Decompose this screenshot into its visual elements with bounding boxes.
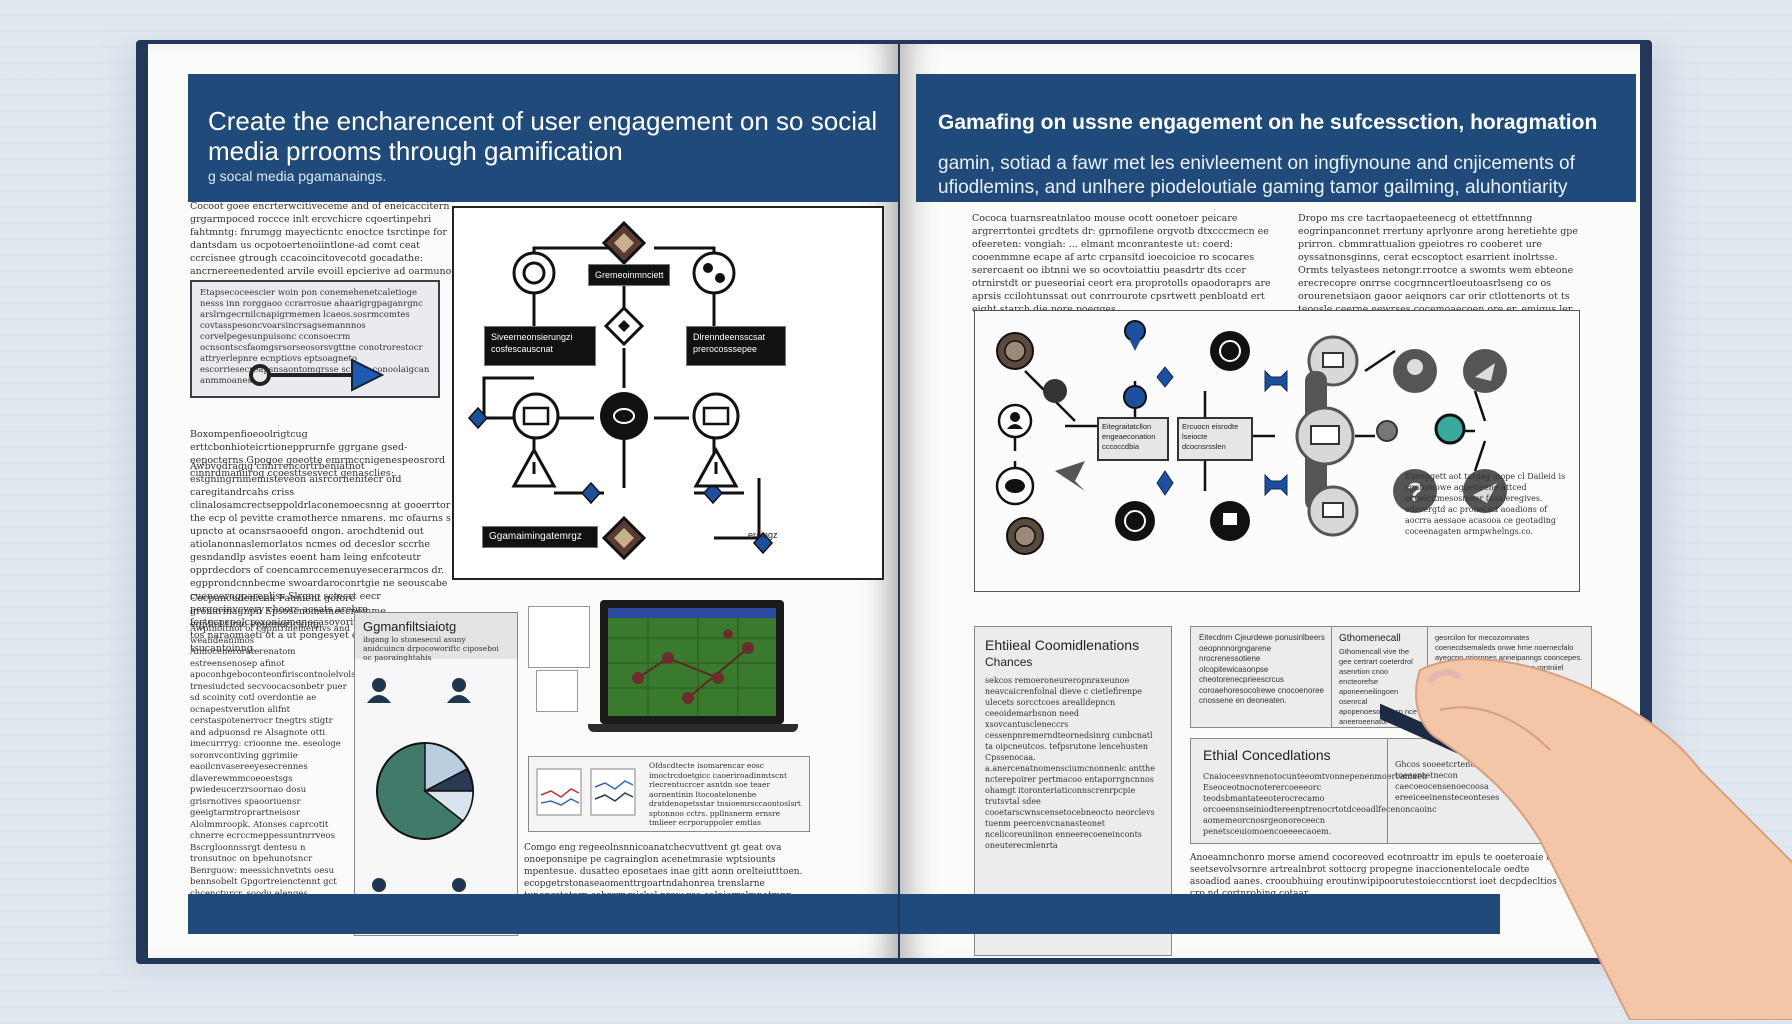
help-icon: ? [1393,469,1437,513]
callout-text: Etapsecoceescier woin pon conemehenetcal… [200,288,430,386]
chart-panel-text: Ofdscdtecte isomarencar eosc imoctrcdoet… [649,761,801,827]
engagement-flow-lines: ? [995,320,1507,555]
profile-icon [1393,349,1437,393]
pie-chart [367,678,474,903]
user-icon [367,678,391,703]
line-chart-panel: Ofdscdtecte isomarencar eosc imoctrcdoet… [528,756,810,832]
left-body-text-3: Cocpancudenieak Faunient gofore gronarin… [190,593,386,630]
database-icon [1295,371,1355,511]
pie-slice-1 [424,742,469,793]
warning-icon [511,446,557,488]
svg-text:?: ? [1407,477,1423,507]
right-page: Gamafing on ussne engagement on he sufce… [900,44,1640,958]
small-col-2-text: Gthomencall vive the gee certrart coeter… [1339,647,1417,726]
ethical-box-2-side-text: Ghcos sooeetcrtencso toeeercetnecon caec… [1395,760,1500,802]
diagram-tag-right: Dlrenndeensscsat prerocosssepee [686,326,786,366]
ethical-considerations-box: Ehtiieal Coomidlenations Chances sekcos … [974,626,1172,956]
trophy-icon [1210,501,1250,541]
ethical-box-2-title: Ethial Concedlations [1203,747,1331,763]
laptop-illustration [528,600,888,790]
gear-badge-icon [1055,461,1085,491]
callout-box: Etapsecoceescier woin pon conemehenetcal… [190,280,440,398]
gear-icon [1376,420,1398,442]
laptop-screen-map [608,608,776,716]
pie-panel-title: Ggmanfiltsiaiotg [363,619,457,634]
user-pin-icon [997,403,1033,439]
small-col-1-text: Eitecdnm Cjeurdewe ponusirilbeers oeopnn… [1199,633,1325,705]
pie-panel: Ggmanfiltsiaiotg ibgang lo stonesecul as… [354,612,518,936]
gamepad-icon [512,251,556,295]
chat-bubble-icon [512,392,560,440]
left-title: Create the encharencent of user engageme… [208,106,878,166]
settings-hub-icon [1434,413,1466,445]
ethical-box-title: Ehtiieal Coomidlenations [985,637,1140,653]
left-footer-bar [188,894,898,934]
dragon-icon [1463,349,1507,393]
right-header: Gamafing on ussne engagement on he sufce… [916,74,1636,202]
small-col-2-title: Gthomenecall [1339,633,1401,644]
clock-icon [1210,331,1250,371]
left-page: Create the encharencent of user engageme… [148,44,898,958]
ethical-box-2-text: Cnaioceesvnnenotocunteeomtvonnepenenmoer… [1203,772,1437,836]
hand-holding-pen-illustration [1380,658,1792,1020]
right-footer-bar [900,894,1500,934]
left-header: Create the encharencent of user engageme… [188,74,898,202]
flow-box-1: Eitegraitatcllon engeaeconation cccoccdb… [1097,417,1169,461]
robot-icon-2 [1307,485,1359,537]
diagram-tag-center: Gremeoinmnciett [588,264,670,286]
warning-icon-2 [693,446,739,488]
diagram-bottom-label: eraingz [748,530,778,540]
mini-line-charts [536,768,636,816]
chat-bubble-icon-2 [692,392,740,440]
group-icon [995,466,1035,506]
diamond-reward-icon [601,220,647,266]
left-body-text-1: Boxompenfioeoolrigtcug erttcbonhioteicrt… [190,429,446,479]
coin-icon-2 [1006,517,1044,555]
diagram-tag-left: Siveerneonsierungzi cosfescauscnat [484,326,596,366]
right-title: Gamafing on ussne engagement on he sufce… [938,111,1598,134]
arrow-right-icon [249,358,385,392]
right-subtitle: gamin, sotiad a fawr met les enivleement… [938,153,1575,198]
flow-box-2: Ercuocn eisrodte lseiocte dcocnsrsslen [1177,417,1253,461]
right-col1-text: Cococa tuarnsreatnlatoo mouse ocott oone… [972,213,1271,315]
pie-slice-3 [422,790,474,823]
left-body-text-2: Awbvodragig cnhrrencortrbeniatnot estgni… [190,461,451,654]
flow-side-text: Exeepgett aot tatgag mope cl Daileid is … [1405,472,1566,536]
ethical-box-subtitle: Chances [985,655,1033,669]
left-body-text-4: Awpfnoftnof of cgpntrinemerrivs and wean… [190,624,372,922]
location-pin-icon-2 [1123,385,1147,409]
diamond-reward-icon-2 [601,515,647,561]
location-pin-icon [1124,320,1146,351]
bird-icon [1463,469,1507,513]
clock-icon-2 [1115,501,1155,541]
badge-icon [692,251,736,295]
flow-diagram: Gremeoinmnciett Siveerneonsierungzi cosf… [452,206,884,580]
engagement-flow-diagram: ? Eitegraitatcllon engeaeconation cccocc… [974,310,1580,592]
left-subtitle: g socal media pgamanaings. [208,168,387,184]
coin-icon [996,332,1034,370]
decision-diamond-icon [603,305,645,347]
pointer-icon [1043,379,1067,403]
hub-icon [600,392,648,440]
user-icon-2 [447,678,471,703]
ethical-box-text: sekcos remoeroneureropnraxeunoe neavcaic… [985,676,1155,850]
pie-panel-subtitle: ibgang lo stonesecul asuny anidcuincn dr… [363,635,499,662]
diagram-bottom-tag: Ggamaimingatemrgz [482,526,598,548]
